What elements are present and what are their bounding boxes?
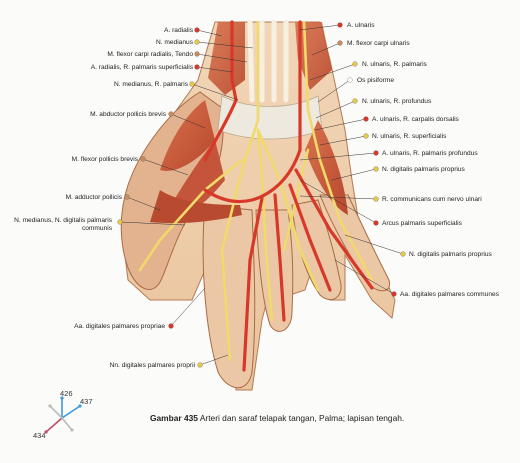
label-r-communicans: R. communicans cum nervo ulnari: [382, 196, 482, 204]
label-abductor-pollicis-brevis: M. abductor pollicis brevis: [0, 111, 166, 119]
label-nn-digitales-proprii: Nn. digitales palmares proprii: [0, 362, 195, 370]
label-n-medianus: N. medianus: [0, 39, 193, 47]
label-a-ulnaris-palmaris-profundus: A. ulnaris, R. palmaris profundus: [382, 150, 478, 158]
compass-right-label: 437: [80, 397, 93, 406]
compass-icon: [44, 396, 81, 433]
label-aa-digitales-communes: Aa. digitales palmares communes: [400, 291, 499, 299]
label-flexor-carpi-radialis: M. flexor carpi radialis, Tendo: [0, 51, 193, 59]
label-n-medianus-palmaris: N. medianus, R. palmaris: [0, 81, 188, 89]
label-n-digitalis-proprius-2: N. digitalis palmaris proprius: [409, 251, 492, 259]
label-adductor-pollicis: M. adductor pollicis: [0, 194, 122, 202]
label-n-medianus-digitalis: N. medianus, N. digitalis palmaris commu…: [2, 217, 112, 232]
label-os-pisiforme: Os pisiforme: [357, 77, 394, 85]
label-a-radialis-palmaris-superficialis: A. radialis, R. palmaris superficialis: [0, 64, 193, 72]
compass-up-label: 426: [60, 389, 73, 398]
label-n-ulnaris-palmaris: N. ulnaris, R. palmaris: [362, 61, 427, 69]
figure-caption-text: Arteri dan saraf telapak tangan, Palma; …: [200, 413, 404, 423]
label-arcus-palmaris-superficialis: Arcus palmaris superficialis: [382, 220, 462, 228]
figure-number: Gambar 435: [150, 413, 198, 423]
label-n-digitalis-proprius-1: N. digitalis palmaris proprius: [382, 166, 465, 174]
label-flexor-carpi-ulnaris: M. flexor carpi ulnaris: [347, 40, 410, 48]
label-n-ulnaris-profundus: N. ulnaris, R. profundus: [362, 98, 431, 106]
figure-caption: Gambar 435 Arteri dan saraf telapak tang…: [150, 413, 450, 424]
label-aa-digitales-propriae: Aa. digitales palmares propriae: [0, 323, 165, 331]
label-a-ulnaris-carpalis-dorsalis: A. ulnaris, R. carpalis dorsalis: [372, 116, 459, 124]
label-a-ulnaris: A. ulnaris: [347, 22, 375, 30]
label-a-radialis: A. radialis: [0, 27, 193, 35]
compass-down-left-label: 434: [33, 431, 46, 440]
label-n-ulnaris-superficialis: N. ulnaris, R. superficialis: [372, 133, 446, 141]
label-flexor-pollicis-brevis: M. flexor pollicis brevis: [0, 156, 138, 164]
